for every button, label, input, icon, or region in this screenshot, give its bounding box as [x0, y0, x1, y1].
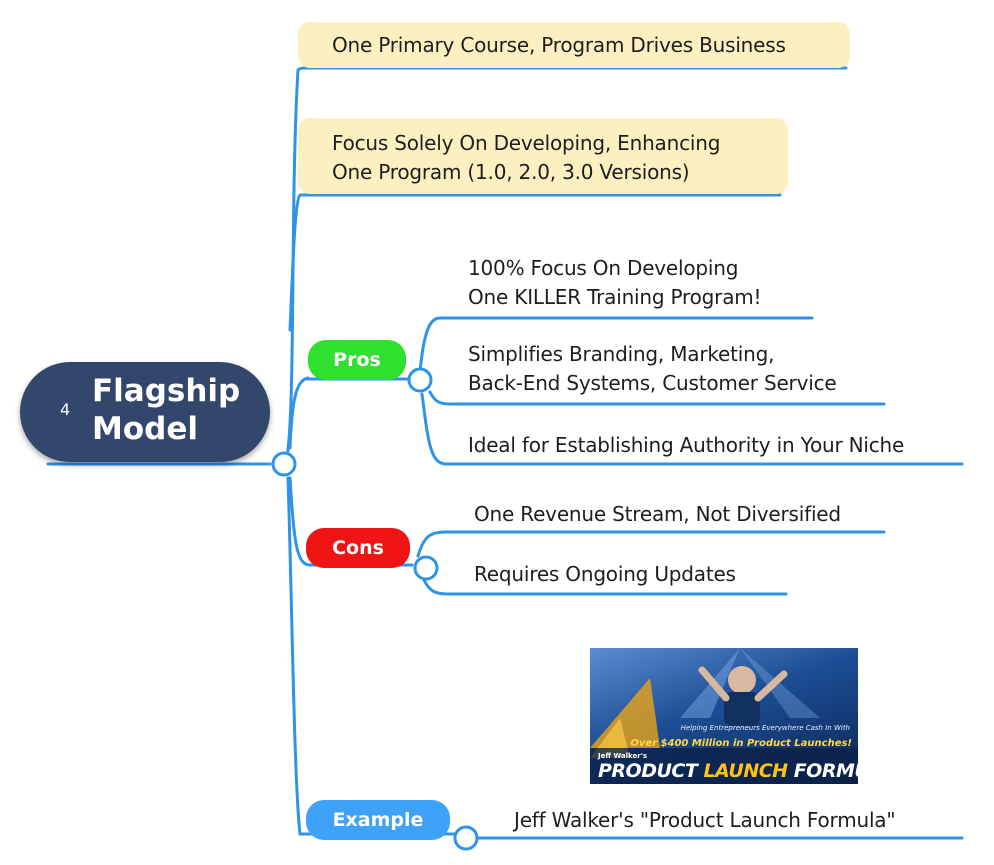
image-title-word-1: PRODUCT [598, 760, 704, 782]
connector-example [286, 476, 458, 836]
branch-primary[interactable]: One Primary Course, Program Drives Busin… [332, 33, 786, 57]
image-author: Jeff Walker's [598, 752, 648, 760]
image-title-word-3: FORMULA [793, 760, 858, 782]
connector-pros [288, 376, 310, 450]
example-connector-node [453, 825, 479, 851]
cons-item-1[interactable]: One Revenue Stream, Not Diversified [474, 500, 841, 529]
pros-item-2[interactable]: Simplifies Branding, Marketing, Back-End… [468, 340, 837, 398]
cons-connector-node [413, 555, 439, 581]
pros-label[interactable]: Pros [308, 340, 406, 380]
image-rays-graphic [590, 648, 858, 784]
root-node[interactable] [20, 362, 270, 462]
example-label[interactable]: Example [306, 800, 450, 840]
root-connector-node [271, 451, 297, 477]
pros-item-1-line-1: 100% Focus On Developing [468, 256, 739, 280]
pros-connector-node [407, 367, 433, 393]
image-tagline: Over $400 Million in Product Launches! [630, 738, 852, 749]
branch-focus-line-2: One Program (1.0, 2.0, 3.0 Versions) [332, 160, 690, 184]
image-title-word-2: LAUNCH [703, 760, 794, 782]
image-tagline-small: Helping Entrepreneurs Everywhere Cash In… [680, 724, 850, 732]
connector-cons-1 [416, 530, 886, 558]
root-title: Flagship Model [92, 373, 241, 447]
connector-focus [288, 193, 782, 332]
cons-item-2-line-1: Requires Ongoing Updates [474, 562, 736, 586]
example-item[interactable]: Jeff Walker's "Product Launch Formula" [514, 808, 896, 832]
branch-focus-bg [298, 118, 788, 194]
image-title: PRODUCT LAUNCH FORMULA [598, 760, 858, 782]
branch-primary-bg [298, 22, 850, 68]
pros-item-2-line-1: Simplifies Branding, Marketing, [468, 342, 775, 366]
connector-pros-3 [420, 392, 964, 466]
connector-cons-2 [422, 578, 788, 596]
branch-focus[interactable]: Focus Solely On Developing, Enhancing On… [332, 129, 720, 187]
connector-trunk-up [284, 66, 848, 464]
cons-item-1-line-1: One Revenue Stream, Not Diversified [474, 502, 841, 526]
cons-label[interactable]: Cons [306, 528, 410, 568]
pros-item-3[interactable]: Ideal for Establishing Authority in Your… [468, 431, 904, 460]
presenter-figure [728, 666, 756, 694]
branch-focus-line-1: Focus Solely On Developing, Enhancing [332, 131, 721, 155]
pros-item-1[interactable]: 100% Focus On Developing One KILLER Trai… [468, 254, 762, 312]
connector-cons [288, 476, 414, 567]
connector-pros-1 [418, 316, 814, 374]
pros-item-2-line-2: Back-End Systems, Customer Service [468, 371, 837, 395]
cons-item-2[interactable]: Requires Ongoing Updates [474, 560, 736, 589]
root-number: 4 [60, 400, 71, 419]
pros-item-3-line-1: Ideal for Establishing Authority in Your… [468, 433, 905, 457]
pros-item-1-line-2: One KILLER Training Program! [468, 285, 762, 309]
connector-pros-2 [428, 390, 886, 406]
product-launch-formula-image[interactable]: Helping Entrepreneurs Everywhere Cash In… [590, 648, 858, 784]
